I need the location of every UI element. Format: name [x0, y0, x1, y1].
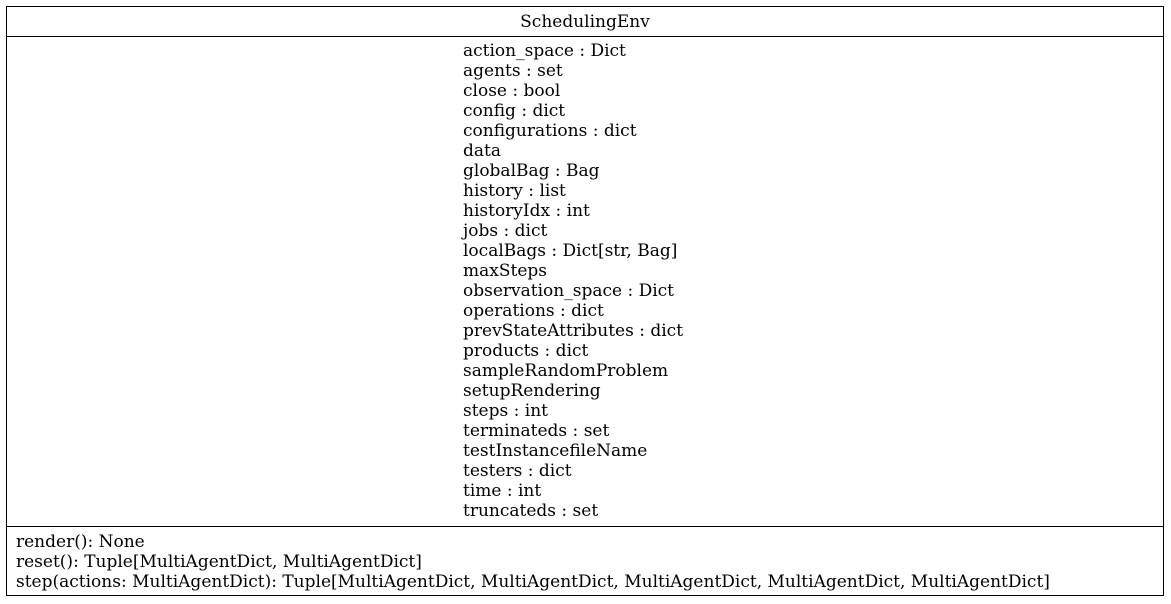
attribute-item: maxSteps: [463, 261, 547, 281]
attribute-item: truncateds : set: [463, 501, 599, 521]
attribute-item: setupRendering: [463, 381, 601, 401]
attribute-item: data: [463, 141, 501, 161]
attribute-item: terminateds : set: [463, 421, 610, 441]
attribute-item: steps : int: [463, 401, 548, 421]
attribute-item: historyIdx : int: [463, 201, 590, 221]
attribute-item: time : int: [463, 481, 542, 501]
method-item: step(actions: MultiAgentDict): Tuple[Mul…: [16, 572, 1050, 592]
class-name: SchedulingEnv: [520, 11, 650, 32]
attribute-item: localBags : Dict[str, Bag]: [463, 241, 678, 261]
attribute-item: jobs : dict: [463, 221, 548, 241]
attribute-item: agents : set: [463, 61, 563, 81]
attribute-item: testInstancefileName: [463, 441, 648, 461]
attribute-item: close : bool: [463, 81, 561, 101]
attribute-item: observation_space : Dict: [463, 281, 674, 301]
attribute-item: operations : dict: [463, 301, 604, 321]
attribute-item: sampleRandomProblem: [463, 361, 669, 381]
method-item: reset(): Tuple[MultiAgentDict, MultiAgen…: [16, 552, 422, 572]
attribute-item: products : dict: [463, 341, 589, 361]
method-item: render(): None: [16, 532, 145, 552]
attribute-item: globalBag : Bag: [463, 161, 600, 181]
attribute-item: prevStateAttributes : dict: [463, 321, 684, 341]
attribute-item: testers : dict: [463, 461, 572, 481]
attribute-item: config : dict: [463, 101, 566, 121]
attribute-item: configurations : dict: [463, 121, 637, 141]
class-name-compartment: SchedulingEnv: [7, 7, 1163, 37]
attribute-item: history : list: [463, 181, 566, 201]
attribute-item: action_space : Dict: [463, 41, 626, 61]
